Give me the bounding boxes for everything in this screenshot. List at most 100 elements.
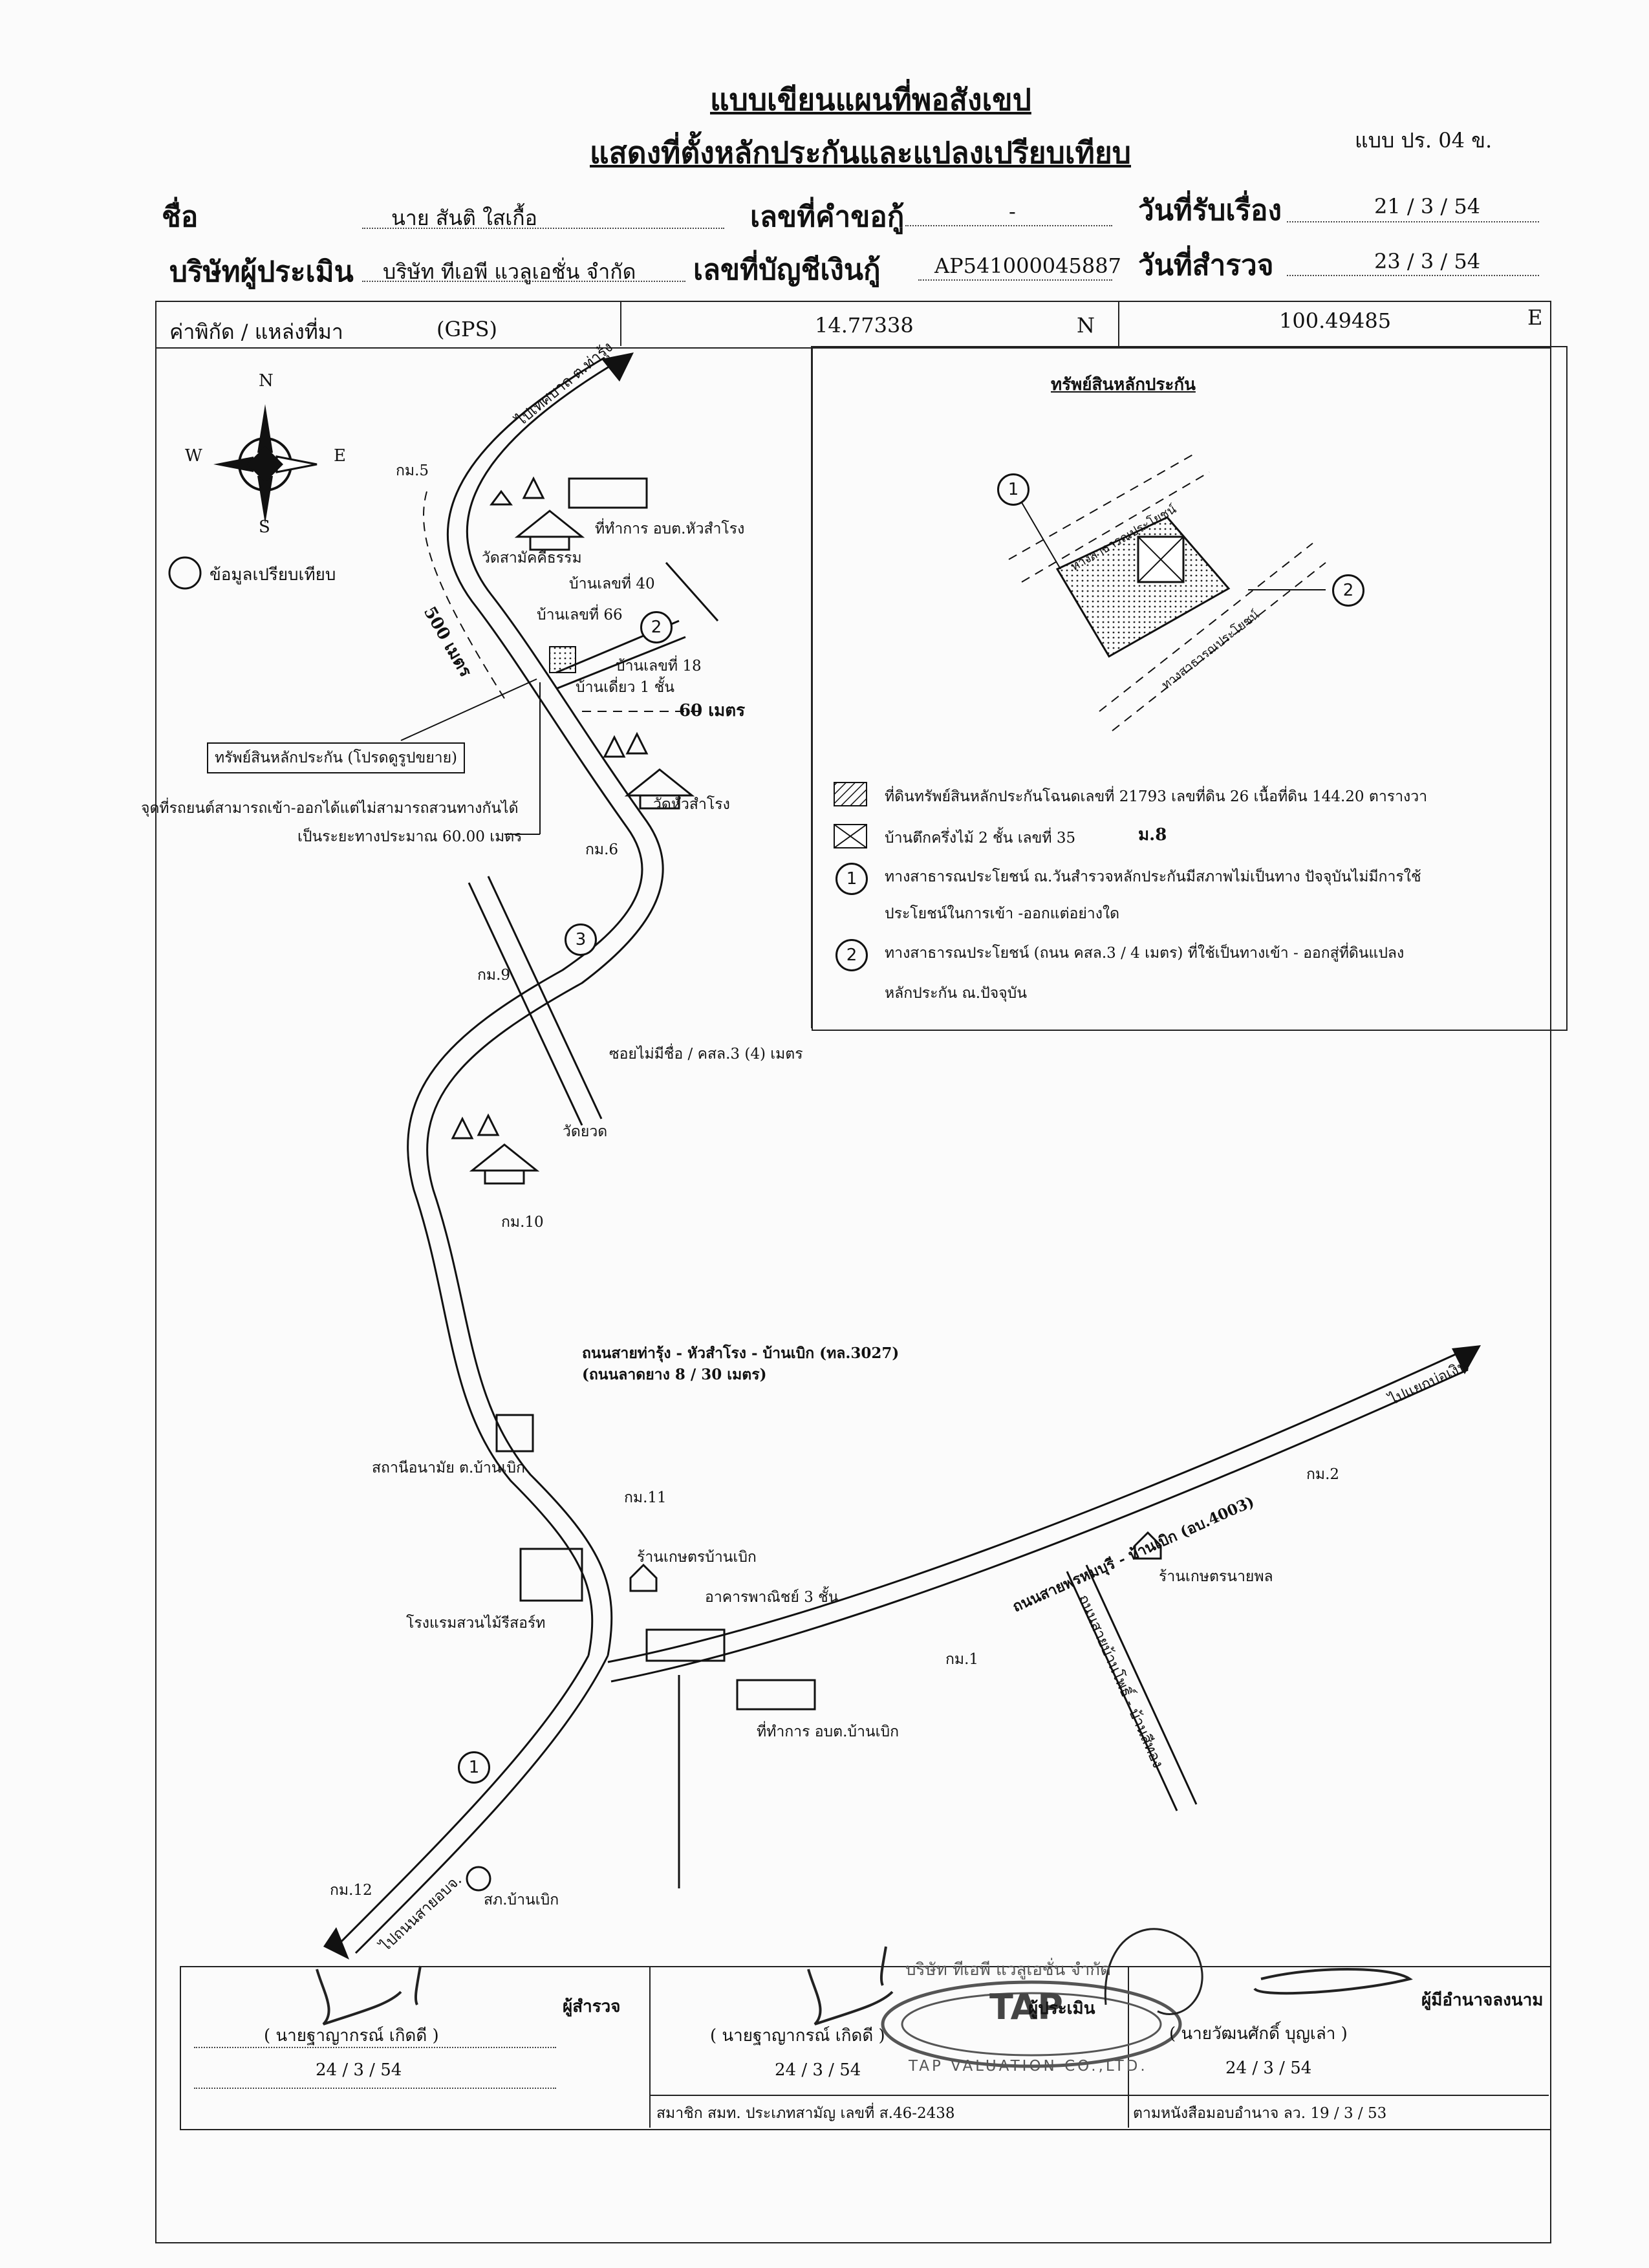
collateral-plot-marker: [549, 646, 576, 673]
stamp-text: TAP VALUATION CO.,LTD.: [909, 2058, 1148, 2075]
longitude-value: 100.49485: [1279, 308, 1392, 333]
access-note-line1: จุดที่รถยนต์สามารถเข้า-ออกได้แต่ไม่สามาร…: [141, 800, 519, 817]
km-marker-6: กม.6: [585, 841, 619, 858]
appraiser-role: ผู้ประเมิน: [1028, 1999, 1095, 2018]
appraiser-member-no: สมาชิก สมท. ประเภทสามัญ เลขที่ ส.46-2438: [656, 2105, 955, 2122]
legend-marker-1: 1: [835, 863, 868, 895]
received-date-label: วันที่รับเรื่อง: [1138, 194, 1282, 227]
distance-label-60: 60 เมตร: [679, 701, 746, 720]
authority-date: 24 / 3 / 54: [1225, 2058, 1312, 2078]
soi-label: ซอยไม่มีชื่อ / คสล.3 (4) เมตร: [609, 1046, 803, 1063]
marker-1-detail: 1: [997, 473, 1029, 506]
shop-icon: [629, 1563, 658, 1592]
account-no-label: เลขที่บัญชีเงินกู้: [693, 254, 881, 286]
house-label-66: บ้านเลขที่ 66: [537, 607, 623, 623]
owner-value: นาย สันติ ใสเกื้อ: [391, 206, 537, 230]
office-building-icon: [736, 1679, 816, 1711]
km-marker-12: กม.12: [330, 1882, 372, 1899]
house-label-40: บ้านเลขที่ 40: [569, 576, 655, 592]
authority-role: ผู้มีอำนาจลงนาม: [1421, 1991, 1544, 2010]
temple-icon: [451, 1113, 540, 1185]
km-marker-10: กม.10: [501, 1214, 544, 1231]
surveyor-role: ผู้สำรวจ: [563, 1997, 621, 2016]
temple-label-yuad: วัดยวด: [563, 1123, 608, 1140]
km-marker-11: กม.11: [624, 1489, 667, 1506]
shop-icon: [1134, 1531, 1162, 1560]
legend-land-swatch: [834, 782, 867, 806]
commercial-building-icon: [645, 1628, 726, 1662]
main-road-label: ถนนสายท่ารุ้ง - หัวสำโรง - บ้านเบิก (ทล.…: [582, 1345, 900, 1362]
km-marker-9: กม.9: [477, 967, 511, 984]
marker-2-detail: 2: [1332, 574, 1364, 607]
hotel-label: โรงแรมสวนไม้รีสอร์ท: [406, 1615, 546, 1632]
authority-note: ตามหนังสือมอบอำนาจ ลว. 19 / 3 / 53: [1133, 2105, 1387, 2122]
appraiser-name: ( นายฐาญากรณ์ เกิดดี ): [710, 2026, 885, 2046]
temple-icon: [603, 731, 695, 810]
account-no-value: AP541000045887: [934, 254, 1121, 278]
compass-west-label: W: [185, 446, 202, 466]
owner-label: ชื่อ: [162, 200, 199, 233]
legend-road-1-line1: ทางสาธารณประโยชน์ ณ.วันสำรวจหลักประกันมี…: [885, 869, 1421, 885]
coordinates-source: (GPS): [436, 317, 497, 341]
marker-1-map: 1: [458, 1751, 490, 1784]
temple-icon: [490, 476, 585, 551]
main-road-width-label: (ถนนลาดยาง 8 / 30 เมตร): [582, 1366, 767, 1383]
shop-label-banboek: ร้านเกษตรบ้านเบิก: [637, 1549, 757, 1566]
surveyor-name: ( นายฐาญากรณ์ เกิดดี ): [264, 2026, 439, 2046]
collateral-detail-drawing: [1008, 452, 1326, 731]
request-no-value: -: [1009, 199, 1016, 224]
latitude-value: 14.77338: [815, 313, 914, 338]
marker-2-map: 2: [640, 611, 673, 643]
house-label-single: บ้านเดี่ยว 1 ชั้น: [576, 679, 675, 696]
latitude-unit: N: [1077, 313, 1095, 338]
legend-building-handwritten: ม.8: [1138, 825, 1167, 845]
legend-building-text: บ้านตึกครึ่งไม้ 2 ชั้น เลขที่ 35: [885, 830, 1076, 847]
km-marker-1: กม.1: [945, 1651, 979, 1668]
office-label-banboek: ที่ทำการ อบต.บ้านเบิก: [757, 1723, 900, 1740]
coordinates-label: ค่าพิกัด / แหล่งที่มา: [169, 319, 343, 344]
appraiser-date: 24 / 3 / 54: [775, 2060, 861, 2080]
compass-north-label: N: [259, 371, 274, 391]
legend-road-2-line1: ทางสาธารณประโยชน์ (ถนน คสล.3 / 4 เมตร) ท…: [885, 945, 1405, 962]
office-building-icon: [568, 477, 648, 509]
compass-rose-icon: [213, 404, 318, 524]
office-label-huasamrong: ที่ทำการ อบต.หัวสำโรง: [595, 521, 745, 537]
compass-south-label: S: [259, 517, 270, 537]
road-arrow-east-icon: [1452, 1345, 1481, 1374]
access-note-line2: เป็นระยะทางประมาณ 60.00 เมตร: [297, 828, 523, 845]
km-marker-2: กม.2: [1306, 1466, 1340, 1483]
health-station-icon: [495, 1414, 534, 1453]
house-label-18: บ้านเลขที่ 18: [616, 658, 702, 675]
temple-label-huasamrong: วัดหัวสำโรง: [653, 796, 730, 813]
stamp-logo: TAP: [989, 1987, 1064, 2027]
police-station-label: สภ.บ้านเบิก: [484, 1892, 559, 1908]
survey-date-label: วันที่สำรวจ: [1138, 249, 1274, 282]
km-marker-5: กม.5: [396, 462, 429, 479]
legend-road-2-line2: หลักประกัน ณ.ปัจจุบัน: [885, 985, 1027, 1002]
compare-legend-label: ข้อมูลเปรียบเทียบ: [210, 565, 336, 585]
appraiser-label: บริษัทผู้ประเมิน: [169, 255, 354, 288]
detail-title: ทรัพย์สินหลักประกัน: [1051, 375, 1196, 394]
stamp-company-name: บริษัท ทีเอพี แวลูเอชั่น จำกัด: [905, 1960, 1111, 1980]
request-no-label: เลขที่คำขอกู้: [750, 200, 905, 233]
health-station-label: สถานีอนามัย ต.บ้านเบิก: [372, 1460, 525, 1476]
legend-road-1-line2: ประโยชน์ในการเข้า -ออกแต่อย่างใด: [885, 905, 1120, 922]
temple-label-samakkhitham: วัดสามัคคีธรรม: [482, 550, 582, 567]
page-subtitle: แสดงที่ตั้งหลักประกันและแปลงเปรียบเทียบ: [590, 135, 1132, 170]
compass-east-label: E: [334, 446, 346, 466]
road-arrow-sw-icon: [323, 1927, 349, 1960]
page-title: แบบเขียนแผนที่พอสังเขป: [710, 82, 1031, 117]
road-arrow-north-icon: [601, 352, 634, 382]
legend-land-text: ที่ดินทรัพย์สินหลักประกันโฉนดเลขที่ 2179…: [885, 788, 1428, 805]
collateral-callout: ทรัพย์สินหลักประกัน (โปรดดูรูปขยาย): [207, 742, 466, 773]
form-number: แบบ ปร. 04 ข.: [1355, 128, 1493, 153]
marker-3-map: 3: [565, 923, 597, 956]
received-date-value: 21 / 3 / 54: [1374, 194, 1481, 219]
authority-name: ( นายวัฒนศักดิ์ บุญเล่า ): [1169, 2024, 1348, 2044]
commercial-building-label: อาคารพาณิชย์ 3 ชั้น: [705, 1589, 839, 1606]
compare-circle-icon: [168, 556, 202, 590]
police-station-icon: [466, 1866, 491, 1892]
surveyor-date: 24 / 3 / 54: [316, 2060, 402, 2080]
coordinates-row: [155, 301, 1551, 349]
